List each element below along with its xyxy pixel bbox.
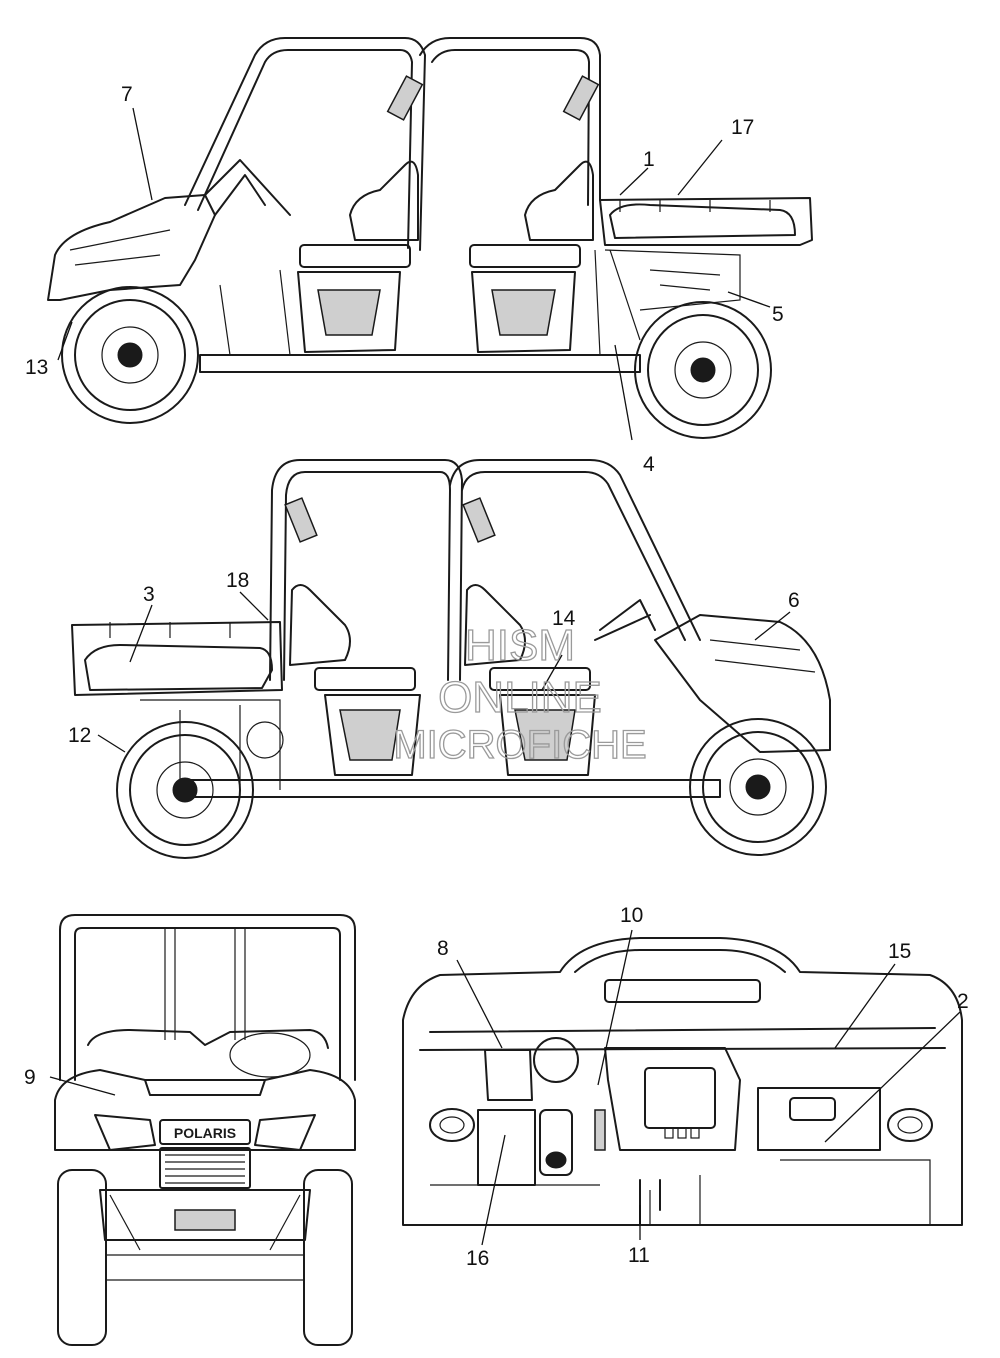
callout-16: 16 (466, 1247, 489, 1270)
watermark-line-3: MICROFICHE (393, 723, 646, 767)
callout-14: 14 (552, 607, 576, 630)
callout-8: 8 (437, 937, 449, 960)
callout-5: 5 (772, 303, 784, 326)
callout-12: 12 (68, 724, 91, 747)
callout-3: 3 (143, 583, 155, 606)
callout-6: 6 (788, 589, 800, 612)
dashboard-view (402, 937, 963, 1226)
watermark: HISM ONLINE MICROFICHE (393, 620, 648, 767)
callout-10: 10 (620, 904, 643, 927)
vehicle-side-view-left (47, 37, 813, 439)
callout-17: 17 (731, 116, 754, 139)
callout-9: 9 (24, 1066, 36, 1089)
polaris-logo: POLARIS (174, 1125, 236, 1141)
callout-4: 4 (643, 453, 655, 476)
polaris-grille: POLARIS (159, 1119, 251, 1145)
callout-15: 15 (888, 940, 911, 963)
callout-13: 13 (25, 356, 48, 379)
callout-11: 11 (628, 1244, 650, 1267)
watermark-line-2: ONLINE (438, 673, 602, 722)
callout-2: 2 (957, 990, 969, 1013)
vehicle-side-view-right (71, 459, 831, 859)
callout-7: 7 (121, 83, 133, 106)
watermark-line-1: HISM (465, 621, 575, 670)
vehicle-front-view: POLARIS (54, 914, 356, 1346)
callout-18: 18 (226, 569, 249, 592)
leader-lines (49, 107, 961, 1246)
callout-1: 1 (643, 148, 655, 171)
callout-labels: 7 1 17 5 4 13 3 18 12 14 6 9 8 10 15 2 1… (24, 83, 969, 1270)
